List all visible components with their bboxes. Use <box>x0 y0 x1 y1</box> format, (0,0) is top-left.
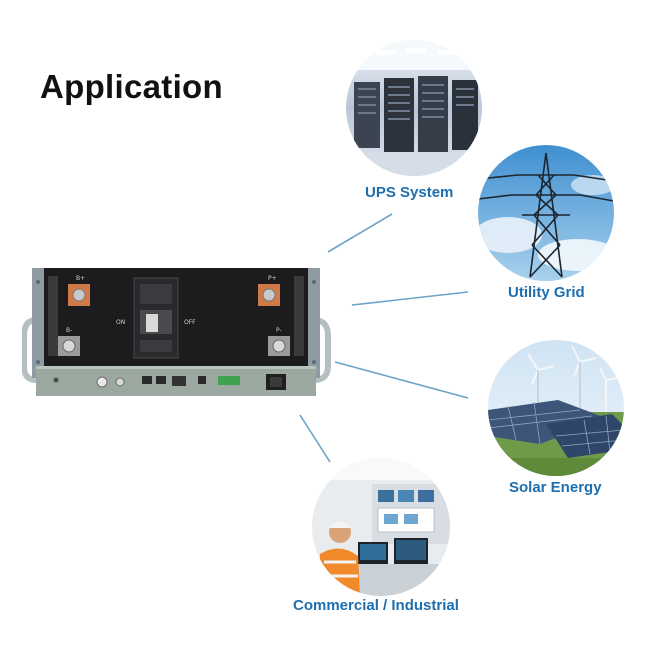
solar-energy-label: Solar Energy <box>509 479 602 496</box>
solar-energy-image <box>488 340 624 476</box>
commercial-industrial-label: Commercial / Industrial <box>293 597 459 614</box>
utility-grid-image <box>478 145 614 281</box>
breaker-on-label: ON <box>116 319 125 326</box>
breaker-off-label: OFF <box>184 319 196 326</box>
ups-system-image <box>346 40 482 176</box>
terminal-p-plus-label: P+ <box>268 275 277 282</box>
page-title: Application <box>40 68 223 105</box>
terminal-b-minus-label: B- <box>66 327 72 334</box>
terminal-p-minus-label: P- <box>276 327 282 334</box>
commercial-industrial-image <box>312 458 450 596</box>
utility-grid-label: Utility Grid <box>508 284 585 301</box>
battery-rack-unit: ON OFF B+ B- P+ P- <box>21 262 332 407</box>
ups-system-label: UPS System <box>365 184 454 201</box>
terminal-b-plus-label: B+ <box>76 275 85 282</box>
